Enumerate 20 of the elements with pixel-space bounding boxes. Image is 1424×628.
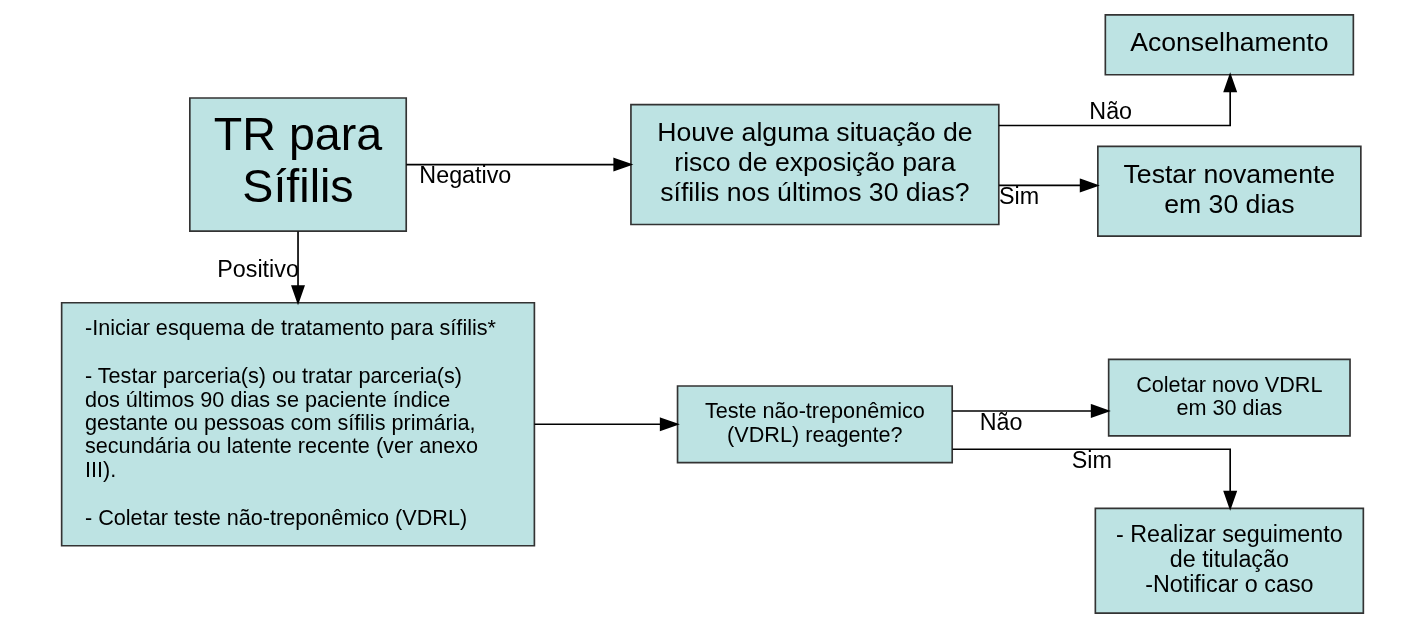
arrow <box>997 72 1237 127</box>
edge-label: Sim <box>998 183 1039 210</box>
node-box: Teste não-treponêmico (VDRL) reagente? <box>676 385 953 464</box>
arrow <box>997 178 1100 193</box>
edge-label: Não <box>979 408 1023 435</box>
node-box: Testar novamente em 30 dias <box>1096 145 1362 237</box>
edge-label: Não <box>1088 98 1132 125</box>
node-box: Coletar novo VDRL em 30 dias <box>1107 358 1351 437</box>
arrow <box>405 157 633 172</box>
node-box: -Iniciar esquema de tratamento para sífilis* - Testar parceria(s) ou tratar parceria(s) dos últimos 90 dias se paciente índice gestante ou pessoas com sífilis primária, secundária ou latente recente (ver anexo III). - Coletar teste não-treponêmico (VDRL) <box>60 301 535 547</box>
edge-label: Negativo <box>418 162 511 189</box>
node-box: TR para Sífilis <box>188 97 407 232</box>
arrow <box>951 448 1237 511</box>
arrow <box>533 417 680 432</box>
node-box: Houve alguma situação de risco de exposição para sífilis nos últimos 30 dias? <box>629 103 1000 226</box>
arrow <box>950 403 1111 418</box>
node-box: Aconselhamento <box>1104 13 1354 76</box>
arrow <box>290 230 305 306</box>
edge-label: Sim <box>1071 446 1112 473</box>
node-box: - Realizar seguimento de titulação -Notificar o caso <box>1094 507 1364 615</box>
